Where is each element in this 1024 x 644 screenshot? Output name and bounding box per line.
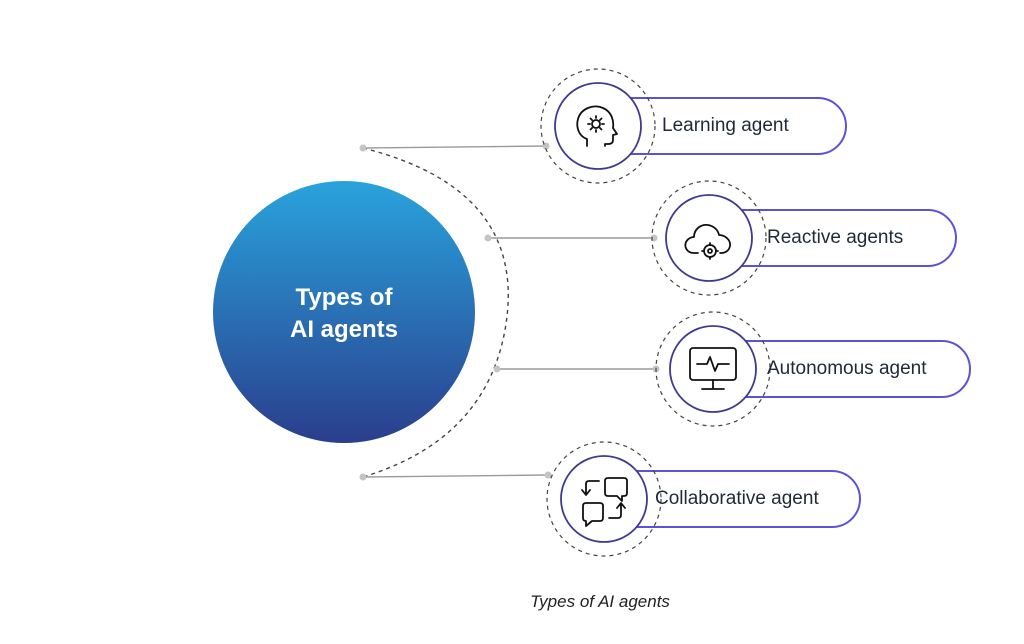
connector-dot (544, 471, 552, 479)
cloud-gear-icon (684, 224, 731, 260)
connector-dot (493, 365, 501, 373)
agent-node-collaborative (546, 441, 861, 557)
agent-label-collaborative: Collaborative agent (655, 488, 819, 509)
agent-label-reactive: Reactive agents (767, 227, 904, 248)
icon-ring (560, 455, 648, 543)
icon-ring (554, 82, 642, 170)
agent-node-autonomous (655, 311, 971, 427)
agent-node-learning (540, 68, 847, 184)
icon-ring (669, 325, 757, 413)
figure-caption: Types of AI agents (530, 592, 670, 611)
connector-dot (359, 473, 367, 481)
connector-dot (484, 234, 492, 242)
connector-dot (359, 144, 367, 152)
hub-dashed-arc (362, 147, 509, 478)
icon-dashed-ring (655, 311, 771, 427)
chat-exchange-icon (581, 477, 628, 527)
hub-title: Types of AI agents (214, 282, 474, 346)
connector-collaborative (362, 474, 549, 478)
icon-dashed-ring (651, 180, 767, 296)
connector-lines (362, 145, 656, 478)
agent-node-reactive (651, 180, 957, 296)
agent-label-learning: Learning agent (662, 115, 789, 136)
connector-dots (359, 142, 660, 481)
hub-title-line1: Types of (295, 284, 393, 311)
icon-ring (665, 194, 753, 282)
hub-title-line2: AI agents (289, 316, 399, 343)
icon-dashed-ring (546, 441, 662, 557)
agent-label-autonomous: Autonomous agent (767, 358, 927, 379)
head-gear-icon (576, 105, 618, 147)
connector-learning (362, 145, 547, 149)
hub-circle (213, 181, 475, 443)
icon-dashed-ring (540, 68, 656, 184)
monitor-pulse-icon (689, 347, 737, 390)
